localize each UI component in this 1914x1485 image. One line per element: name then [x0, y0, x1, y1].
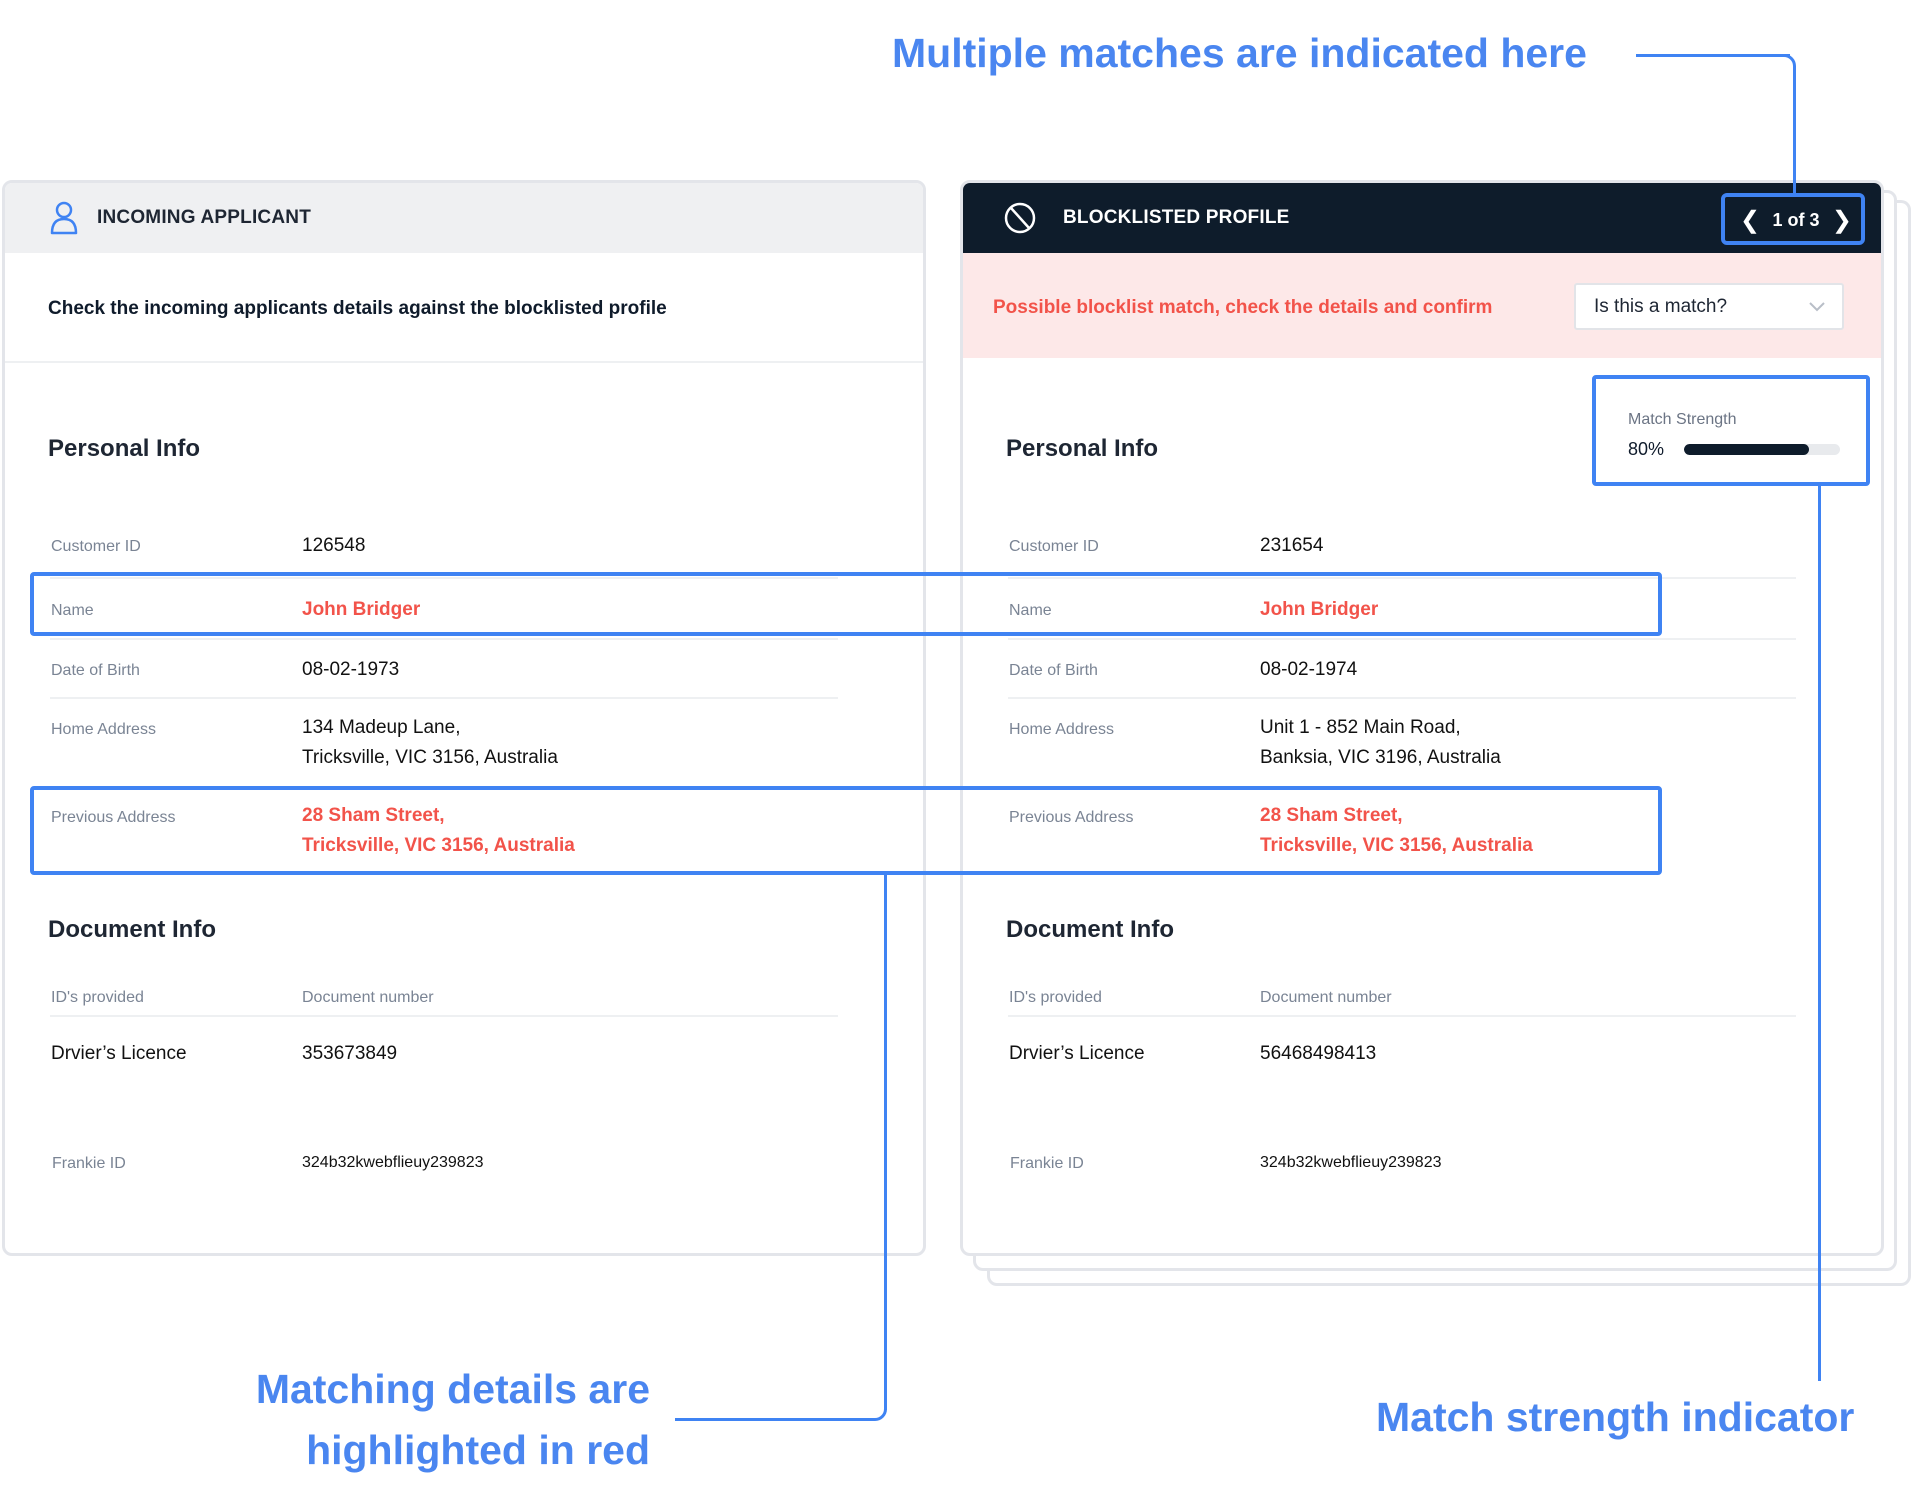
matching-details-annotation-line2: highlighted in red — [306, 1427, 650, 1473]
divider — [1008, 638, 1796, 640]
incoming-applicant-panel: INCOMING APPLICANT Check the incoming ap… — [2, 180, 926, 1256]
divider — [50, 638, 838, 640]
next-match-button[interactable]: ❯ — [1831, 206, 1852, 234]
previous-address-line1: 28 Sham Street, — [1260, 805, 1403, 826]
personal-info-title: Personal Info — [48, 435, 201, 462]
divider — [50, 1015, 838, 1017]
panel-header: BLOCKLISTED PROFILE ❮ 1 of 3 ❯ — [963, 183, 1881, 253]
chevron-down-icon — [1809, 302, 1825, 312]
previous-address-label: Previous Address — [51, 809, 176, 826]
match-strength-label: Match Strength — [1628, 411, 1737, 428]
home-address-label: Home Address — [1009, 721, 1114, 738]
connector-line — [884, 875, 887, 1410]
matching-details-annotation-line1: Matching details are — [255, 1366, 650, 1412]
panel-title: INCOMING APPLICANT — [97, 207, 312, 228]
panel-title: BLOCKLISTED PROFILE — [1063, 207, 1290, 228]
dob-label: Date of Birth — [1009, 662, 1098, 679]
ids-provided-header: ID's provided — [1009, 989, 1102, 1006]
divider — [50, 697, 838, 699]
ids-provided-header: ID's provided — [51, 989, 144, 1006]
multiple-matches-annotation: Multiple matches are indicated here — [892, 30, 1587, 76]
connector-line — [1780, 54, 1796, 70]
divider — [5, 361, 923, 363]
name-label: Name — [1009, 602, 1052, 619]
customer-id-value: 126548 — [302, 535, 366, 556]
home-address-line2: Banksia, VIC 3196, Australia — [1260, 747, 1501, 768]
subtitle: Check the incoming applicants details ag… — [48, 298, 667, 319]
frankie-id-value: 324b32kwebflieuy239823 — [302, 1154, 484, 1171]
divider — [50, 577, 838, 579]
home-address-line2: Tricksville, VIC 3156, Australia — [302, 747, 558, 768]
match-strength-fill — [1684, 444, 1809, 455]
document-number: 353673849 — [302, 1043, 398, 1064]
document-number-header: Document number — [302, 989, 434, 1006]
customer-id-label: Customer ID — [51, 538, 141, 555]
document-number-header: Document number — [1260, 989, 1392, 1006]
connector-line — [1793, 66, 1796, 194]
connector-line — [1636, 54, 1790, 57]
divider — [1008, 1015, 1796, 1017]
connector-line — [871, 1405, 887, 1421]
dropdown-value: Is this a match? — [1594, 295, 1728, 317]
personal-info-title: Personal Info — [1006, 435, 1159, 462]
match-strength-annotation: Match strength indicator — [1376, 1394, 1855, 1440]
previous-address-label: Previous Address — [1009, 809, 1134, 826]
name-value: John Bridger — [1260, 599, 1379, 620]
frankie-id-value: 324b32kwebflieuy239823 — [1260, 1154, 1442, 1171]
dob-label: Date of Birth — [51, 662, 140, 679]
home-address-line1: 134 Madeup Lane, — [302, 717, 461, 738]
pager-text: 1 of 3 — [1772, 209, 1820, 230]
connector-line — [1818, 486, 1821, 1381]
name-label: Name — [51, 602, 94, 619]
frankie-id-label: Frankie ID — [52, 1155, 126, 1172]
document-number: 56468498413 — [1260, 1043, 1377, 1064]
banner-text: Possible blocklist match, check the deta… — [993, 297, 1493, 318]
divider — [1008, 697, 1796, 699]
dob-value: 08-02-1973 — [302, 659, 400, 680]
dob-value: 08-02-1974 — [1260, 659, 1358, 680]
is-match-dropdown[interactable]: Is this a match? — [1574, 283, 1844, 330]
match-strength-value: 80% — [1628, 439, 1665, 459]
document-info-title: Document Info — [48, 916, 216, 943]
home-address-label: Home Address — [51, 721, 156, 738]
match-pager: ❮ 1 of 3 ❯ — [1728, 198, 1864, 242]
previous-address-line2: Tricksville, VIC 3156, Australia — [1260, 835, 1533, 856]
match-banner: Possible blocklist match, check the deta… — [963, 253, 1881, 358]
previous-match-button[interactable]: ❮ — [1740, 206, 1761, 234]
user-icon — [50, 201, 78, 235]
connector-line — [675, 1418, 875, 1421]
home-address-line1: Unit 1 - 852 Main Road, — [1260, 717, 1461, 738]
match-strength-card: Match Strength 80% — [1598, 381, 1868, 485]
blocklisted-profile-panel: BLOCKLISTED PROFILE ❮ 1 of 3 ❯ Possible … — [960, 180, 1884, 1256]
customer-id-label: Customer ID — [1009, 538, 1099, 555]
previous-address-line1: 28 Sham Street, — [302, 805, 445, 826]
panel-header: INCOMING APPLICANT — [5, 183, 923, 253]
customer-id-value: 231654 — [1260, 535, 1324, 556]
previous-address-line2: Tricksville, VIC 3156, Australia — [302, 835, 575, 856]
blocked-icon — [1004, 202, 1036, 234]
document-type: Drvier’s Licence — [51, 1043, 187, 1064]
frankie-id-label: Frankie ID — [1010, 1155, 1084, 1172]
document-info-title: Document Info — [1006, 916, 1174, 943]
match-strength-bar — [1684, 444, 1840, 455]
name-value: John Bridger — [302, 599, 421, 620]
document-type: Drvier’s Licence — [1009, 1043, 1145, 1064]
divider — [1008, 577, 1796, 579]
